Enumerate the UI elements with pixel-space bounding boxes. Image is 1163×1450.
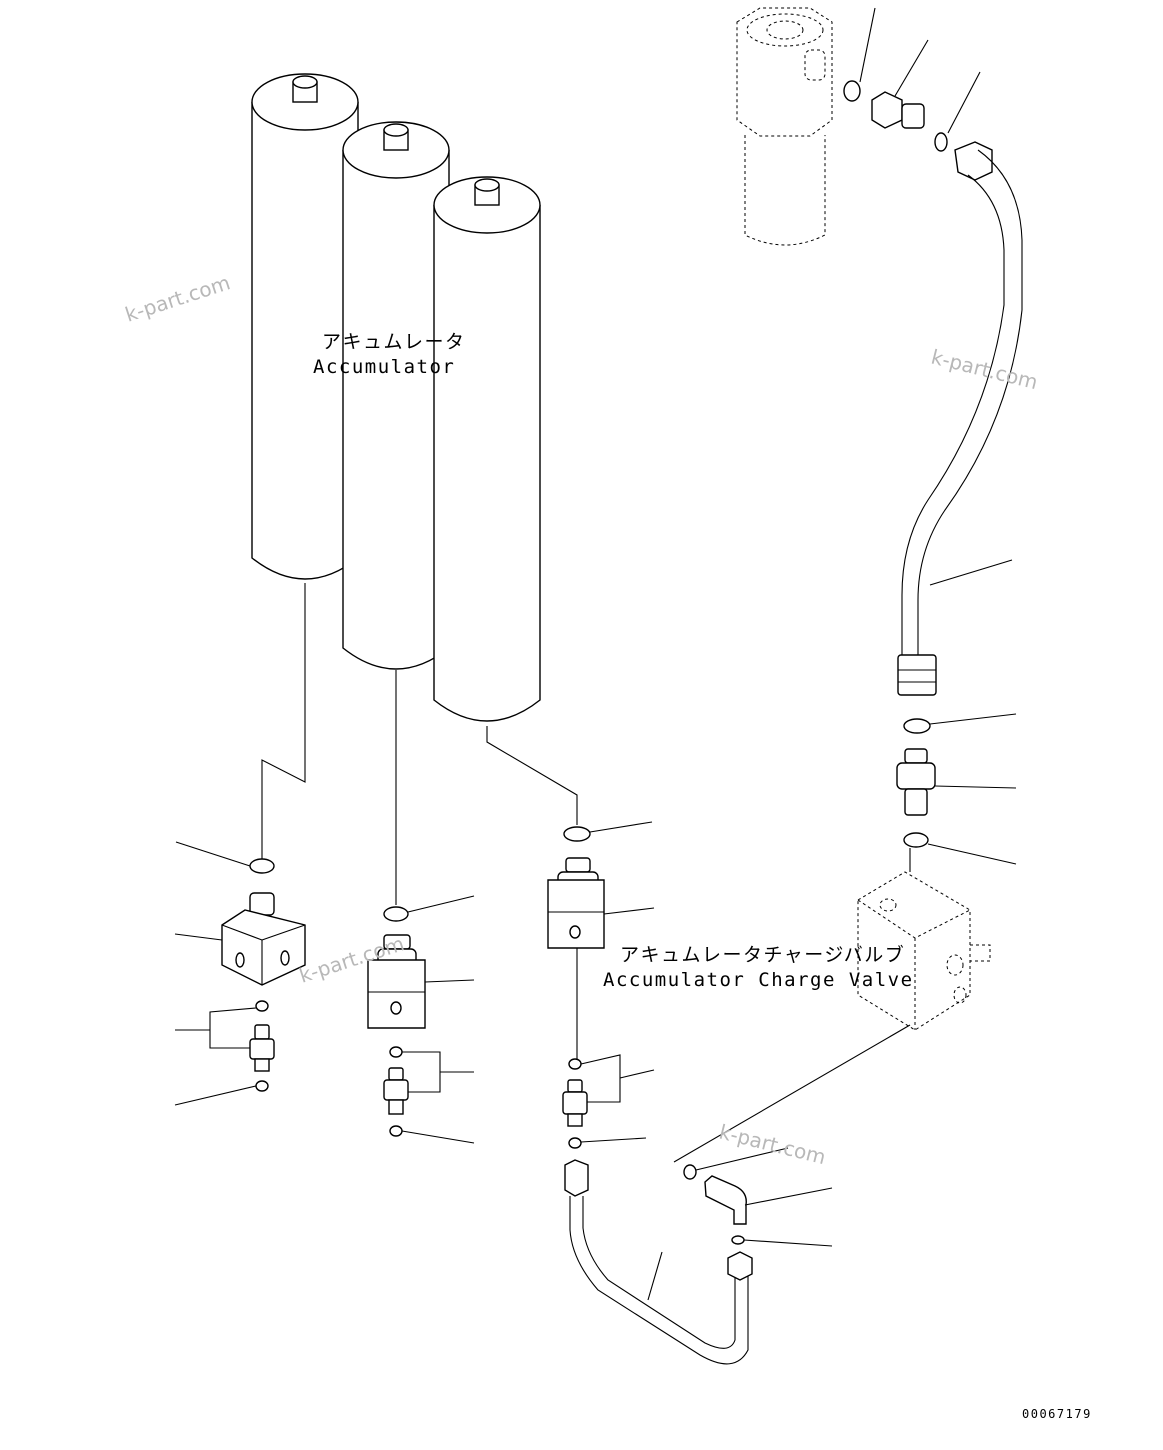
accumulator-1 [251,73,359,580]
watermark-1: k-part.com [122,270,233,326]
middle-fittings [367,895,475,1144]
charge-valve-block [857,848,991,1031]
hose-right [897,141,1023,696]
accumulator-2 [342,121,450,670]
accumulator-3 [433,176,541,722]
hose-bottom [564,1159,753,1365]
filter-housing [736,7,833,246]
accumulator-label-en: Accumulator [313,356,455,378]
top-fittings [843,7,981,152]
charge-valve-label-jp: アキュムレータチャージバルブ [620,943,905,966]
elbow-fitting [673,1024,911,1247]
right-fittings [896,713,1017,865]
watermark-4: k-part.com [717,1120,828,1170]
drawing-number: 00067179 [1022,1407,1092,1421]
charge-valve-label-en: Accumulator Charge Valve [603,969,914,991]
left-fittings [174,841,306,1106]
right-accumulator-fittings [547,821,655,1149]
accumulator-label-jp: アキュムレータ [322,331,466,353]
